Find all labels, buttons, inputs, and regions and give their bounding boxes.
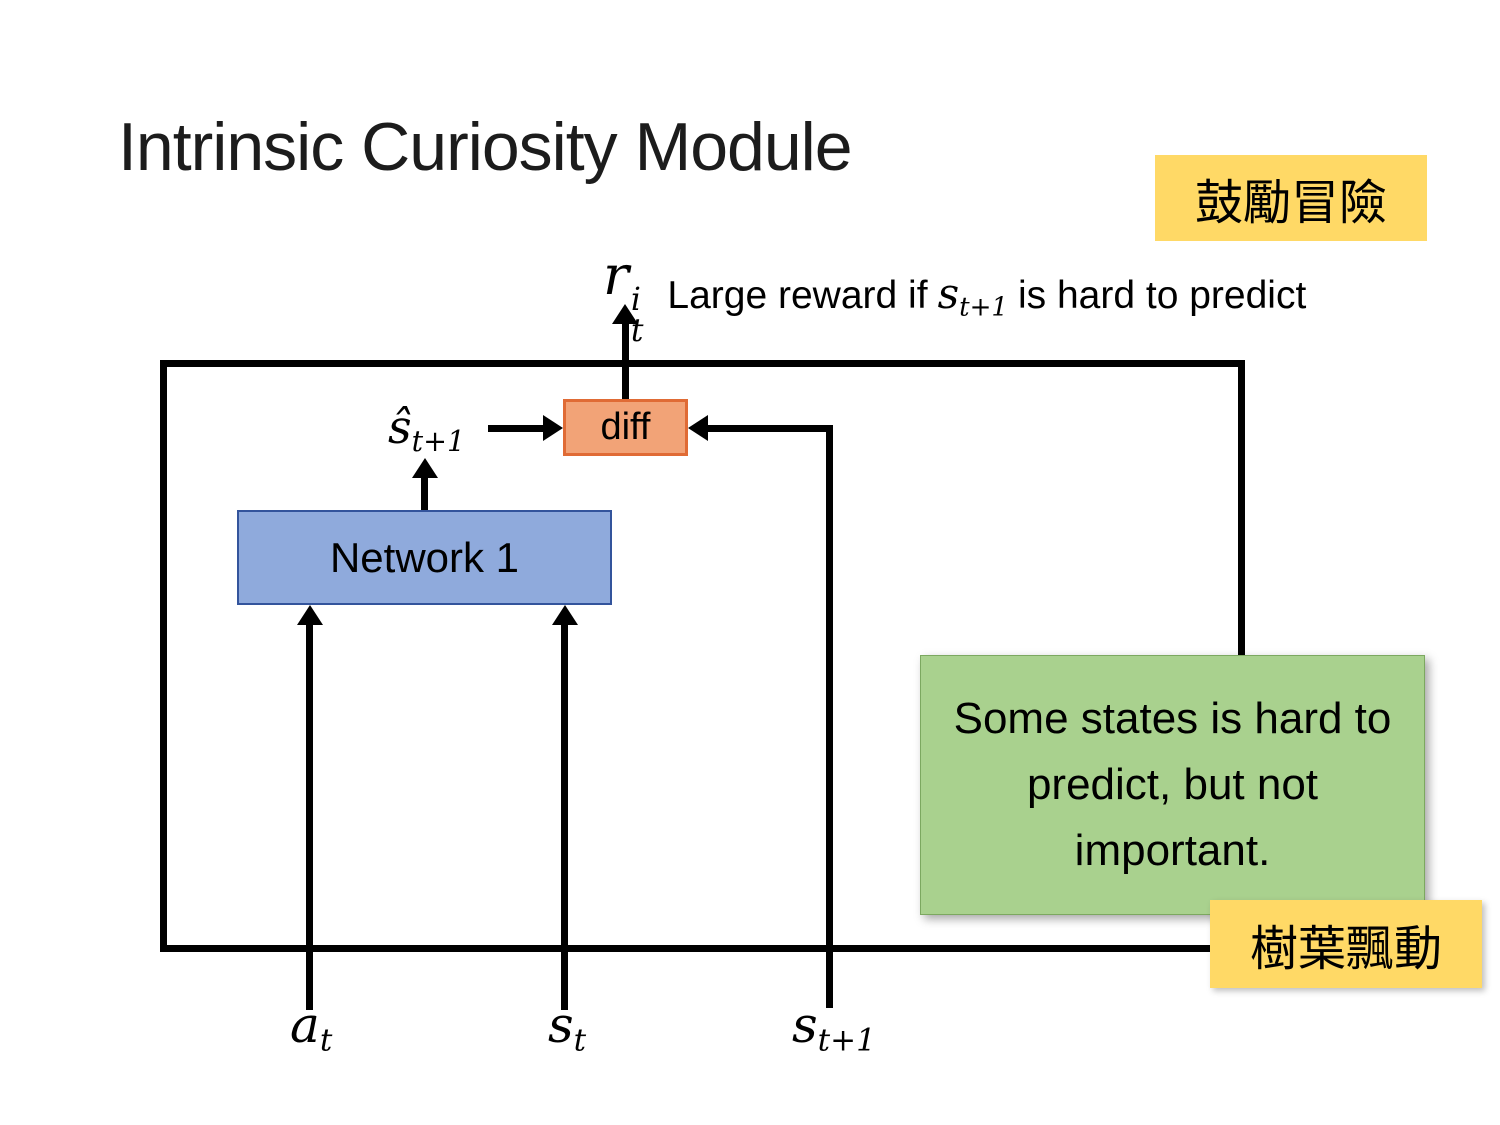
input-st-base: s (548, 996, 574, 1054)
input-st-sub: t (573, 1022, 587, 1059)
reward-caption-math-base: s (937, 269, 960, 318)
arrow-network-to-shat-line (421, 478, 428, 510)
arrow-shat-to-diff-head (543, 415, 563, 441)
input-st1-sub: t+1 (817, 1022, 876, 1059)
network1-label: Network 1 (329, 533, 520, 581)
annotation-leaves-flutter: 樹葉飄動 (1210, 900, 1482, 988)
reward-symbol-sub: t (630, 312, 644, 349)
arrow-st-input-head (552, 605, 578, 625)
arrow-at-input-line (306, 624, 313, 1010)
annotation-encourage-adventure: 鼓勵冒險 (1155, 155, 1427, 241)
diff-label: diff (600, 406, 651, 448)
arrow-st1-to-diff-head (688, 415, 708, 441)
reward-caption-post: is hard to predict (1017, 274, 1307, 317)
arrow-shat-to-diff-line (488, 425, 545, 432)
reward-caption-math-sub: t+1 (959, 292, 1008, 323)
arrow-at-input-head (297, 605, 323, 625)
network1-box: Network 1 (237, 510, 612, 605)
slide-title: Intrinsic Curiosity Module (118, 109, 853, 185)
note-box: Some states is hard to predict, but not … (920, 655, 1425, 915)
input-label-st: st (548, 996, 586, 1059)
arrow-diff-to-reward-line (622, 323, 629, 400)
diff-box: diff (563, 399, 688, 456)
input-at-sub: t (319, 1022, 333, 1059)
arrow-st1-input-vertical-line (826, 425, 833, 1008)
reward-caption-math: st+1 (937, 269, 1008, 322)
reward-symbol-base: r (603, 244, 629, 307)
predicted-state-sub: t+1 (411, 424, 466, 458)
predicted-state-base: ŝ (388, 400, 412, 454)
input-st1-base: s (792, 996, 818, 1054)
reward-symbol-sup: i (630, 281, 641, 318)
arrow-diff-to-reward-head (612, 304, 638, 324)
input-label-at: at (290, 996, 332, 1059)
input-at-base: a (290, 996, 320, 1054)
reward-caption-pre: Large reward if (667, 274, 928, 317)
input-label-st1: st+1 (792, 996, 876, 1059)
arrow-st-input-line (561, 624, 568, 1010)
predicted-state-label: ŝt+1 (388, 400, 465, 458)
arrow-network-to-shat-head (412, 458, 438, 478)
arrow-st1-to-diff-line (706, 425, 833, 432)
